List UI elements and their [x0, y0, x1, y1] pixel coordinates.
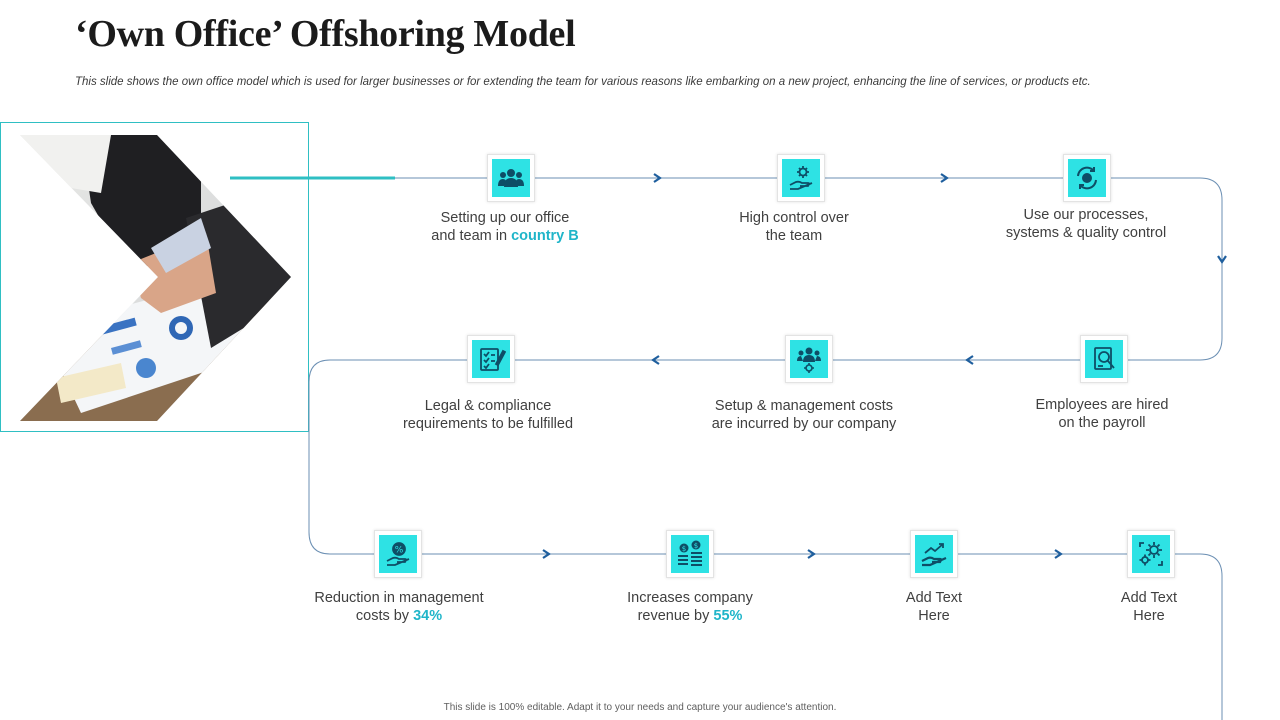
svg-text:%: %	[395, 546, 404, 556]
highlight-text: 34%	[413, 608, 443, 624]
hand-gear-icon	[789, 166, 813, 190]
hand-growth-icon	[921, 543, 947, 567]
step-4-node	[1080, 335, 1128, 383]
photo-frame	[0, 122, 309, 432]
step-9-label: Add Text Here	[905, 590, 963, 624]
step-8-node: $ $	[666, 530, 714, 578]
arrow-left-icon	[965, 355, 974, 365]
footer-note: This slide is 100% editable. Adapt it to…	[443, 702, 837, 713]
office-photo	[20, 135, 291, 421]
process-cycle-icon	[1077, 166, 1097, 190]
step-3-label: Use our processes, systems & quality con…	[1005, 207, 1167, 241]
svg-text:$: $	[694, 542, 698, 550]
step-9-node	[910, 530, 958, 578]
step-10-label: Add Text Here	[1120, 590, 1178, 624]
flow-path	[308, 177, 1223, 720]
gears-icon	[1139, 542, 1163, 566]
arrow-down-icon	[1217, 255, 1227, 264]
step-5-node	[785, 335, 833, 383]
step-7-node: %	[374, 530, 422, 578]
arrow-right-icon	[807, 549, 816, 559]
hand-coin-icon: %	[386, 542, 410, 566]
arrow-right-icon	[1054, 549, 1063, 559]
step-6-node	[467, 335, 515, 383]
arrow-left-icon	[651, 355, 660, 365]
team-gear-icon	[797, 347, 821, 373]
step-3-node	[1063, 154, 1111, 202]
arrow-right-icon	[940, 173, 949, 183]
step-1-node	[487, 154, 535, 202]
highlight-text: country B	[511, 228, 579, 244]
step-10-node	[1127, 530, 1175, 578]
step-1-label: Setting up our office and team in countr…	[431, 210, 579, 244]
step-4-label: Employees are hired on the payroll	[1035, 397, 1169, 431]
step-7-label: Reduction in management costs by 34%	[314, 590, 484, 624]
page-title: ‘Own Office’ Offshoring Model	[75, 13, 576, 55]
step-2-node	[777, 154, 825, 202]
team-icon	[498, 169, 524, 187]
checklist-icon	[480, 348, 506, 371]
search-document-icon	[1094, 347, 1115, 370]
arrow-right-icon	[653, 173, 662, 183]
arrow-right-icon	[542, 549, 551, 559]
step-2-label: High control over the team	[739, 210, 849, 244]
svg-text:$: $	[682, 545, 686, 553]
step-5-label: Setup & management costs are incurred by…	[711, 398, 897, 432]
page-subtitle: This slide shows the own office model wh…	[75, 76, 1091, 88]
coins-chart-icon: $ $	[678, 540, 702, 566]
step-6-label: Legal & compliance requirements to be fu…	[402, 398, 574, 432]
step-8-label: Increases company revenue by 55%	[627, 590, 753, 624]
highlight-text: 55%	[713, 608, 743, 624]
